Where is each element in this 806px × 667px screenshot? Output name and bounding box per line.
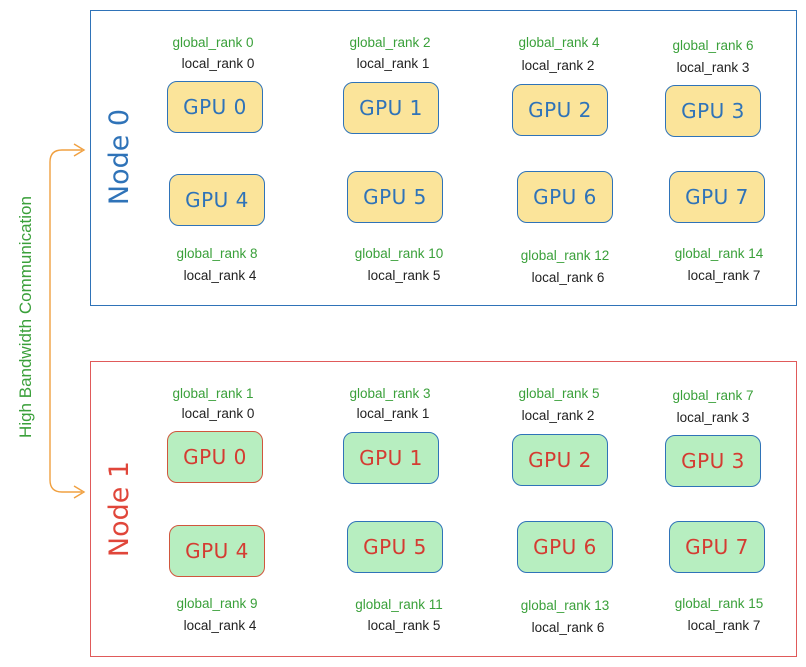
global-rank-label: global_rank 4: [518, 35, 600, 50]
global-rank-label: global_rank 13: [520, 598, 610, 613]
global-rank-label: global_rank 14: [674, 246, 764, 261]
gpu-box: GPU 2: [512, 84, 608, 136]
global-rank-label: global_rank 7: [672, 388, 754, 403]
local-rank-label: local_rank 0: [181, 406, 255, 421]
high-bandwidth-label: High Bandwidth Communication: [16, 196, 35, 438]
global-rank-label: global_rank 8: [176, 246, 258, 261]
node-1-label: Node 1: [104, 460, 135, 558]
gpu-box: GPU 0: [167, 431, 263, 483]
gpu-box: GPU 6: [517, 521, 613, 573]
local-rank-label: local_rank 7: [687, 618, 761, 633]
global-rank-label: global_rank 9: [176, 596, 258, 611]
gpu-box: GPU 5: [347, 521, 443, 573]
global-rank-label: global_rank 5: [518, 386, 600, 401]
arrow-head-top: [73, 143, 86, 157]
global-rank-label: global_rank 12: [520, 248, 610, 263]
gpu-box: GPU 5: [347, 171, 443, 223]
local-rank-label: local_rank 3: [676, 60, 750, 75]
local-rank-label: local_rank 0: [181, 56, 255, 71]
local-rank-label: local_rank 4: [183, 268, 257, 283]
arrow-head-bottom: [73, 485, 86, 499]
global-rank-label: global_rank 6: [672, 38, 754, 53]
local-rank-label: local_rank 7: [687, 268, 761, 283]
local-rank-label: local_rank 5: [367, 268, 441, 283]
gpu-box: GPU 4: [169, 525, 265, 577]
gpu-box: GPU 3: [665, 85, 761, 137]
global-rank-label: global_rank 0: [172, 35, 254, 50]
gpu-box: GPU 0: [167, 81, 263, 133]
local-rank-label: local_rank 6: [531, 270, 605, 285]
local-rank-label: local_rank 3: [676, 410, 750, 425]
local-rank-label: local_rank 4: [183, 618, 257, 633]
node-1-box: [90, 361, 797, 657]
gpu-box: GPU 4: [169, 174, 265, 226]
global-rank-label: global_rank 2: [349, 35, 431, 50]
gpu-box: GPU 1: [343, 82, 439, 134]
local-rank-label: local_rank 2: [521, 58, 595, 73]
node-0-label: Node 0: [104, 108, 135, 206]
local-rank-label: local_rank 1: [356, 56, 430, 71]
global-rank-label: global_rank 1: [172, 386, 254, 401]
gpu-box: GPU 7: [669, 521, 765, 573]
local-rank-label: local_rank 5: [367, 618, 441, 633]
global-rank-label: global_rank 11: [355, 597, 443, 612]
gpu-box: GPU 7: [669, 171, 765, 223]
gpu-box: GPU 6: [517, 171, 613, 223]
local-rank-label: local_rank 1: [356, 406, 430, 421]
gpu-box: GPU 2: [512, 434, 608, 486]
gpu-box: GPU 3: [665, 435, 761, 487]
local-rank-label: local_rank 6: [531, 620, 605, 635]
local-rank-label: local_rank 2: [521, 408, 595, 423]
global-rank-label: global_rank 15: [674, 596, 764, 611]
node-0-box: [90, 10, 797, 306]
global-rank-label: global_rank 3: [349, 386, 431, 401]
global-rank-label: global_rank 10: [354, 246, 444, 261]
gpu-box: GPU 1: [343, 432, 439, 484]
